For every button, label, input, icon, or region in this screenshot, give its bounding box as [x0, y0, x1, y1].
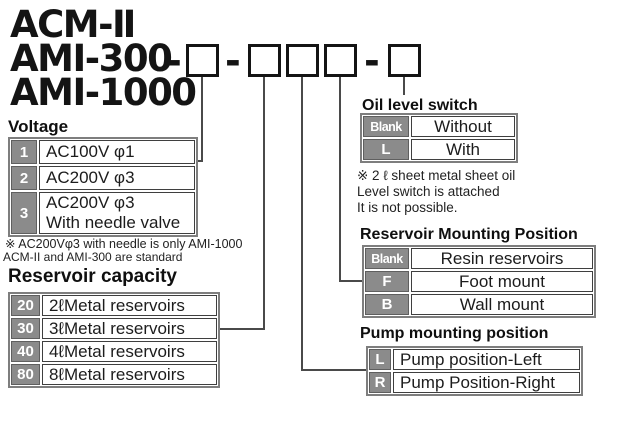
table-row: 80 8ℓMetal reservoirs — [11, 364, 217, 385]
series-title-acm2: ACM-Ⅱ — [10, 3, 136, 46]
series-title-ami300: AMI-300 — [10, 37, 173, 80]
pump-code-cell: R — [369, 372, 391, 393]
voltage-value-cell: AC100V φ1 — [39, 140, 195, 164]
code-box-reservoir-capacity — [248, 44, 281, 77]
voltage-code-cell: 1 — [11, 140, 37, 164]
voltage-table: 1 AC100V φ1 2 AC200V φ3 3 AC200V φ3 With… — [8, 137, 198, 237]
connector-pump-vertical — [301, 77, 303, 371]
table-row: L Pump position-Left — [369, 349, 580, 370]
table-row: 3 AC200V φ3 With needle valve — [11, 192, 195, 234]
table-row: F Foot mount — [365, 271, 593, 292]
table-row: 20 2ℓMetal reservoirs — [11, 295, 217, 316]
oil-switch-code-cell: Blank — [363, 116, 409, 137]
table-row: 2 AC200V φ3 — [11, 166, 195, 190]
code-separator: - — [364, 39, 380, 83]
voltage-code-cell: 3 — [11, 192, 37, 234]
oil-switch-note-line1: ※ 2 ℓ sheet metal sheet oil — [357, 168, 516, 183]
table-row: 40 4ℓMetal reservoirs — [11, 341, 217, 362]
connector-capacity-vertical — [263, 77, 265, 330]
code-box-voltage — [186, 44, 219, 77]
voltage-code-cell: 2 — [11, 166, 37, 190]
connector-oil-switch-vertical — [403, 77, 405, 95]
table-row: B Wall mount — [365, 294, 593, 315]
capacity-value-cell: 8ℓMetal reservoirs — [42, 364, 217, 385]
capacity-value-cell: 4ℓMetal reservoirs — [42, 341, 217, 362]
pump-code-cell: L — [369, 349, 391, 370]
reservoir-mounting-heading: Reservoir Mounting Position — [360, 226, 578, 243]
code-separator: - — [166, 39, 182, 83]
reservoir-capacity-heading: Reservoir capacity — [8, 266, 177, 287]
table-row: L With — [363, 139, 515, 160]
code-separator: - — [225, 39, 241, 83]
capacity-code-cell: 80 — [11, 364, 40, 385]
connector-mounting-vertical — [339, 77, 341, 282]
capacity-value-cell: 3ℓMetal reservoirs — [42, 318, 217, 339]
reservoir-capacity-table: 20 2ℓMetal reservoirs 30 3ℓMetal reservo… — [8, 292, 220, 388]
oil-switch-value-cell: Without — [411, 116, 515, 137]
mounting-code-cell: Blank — [365, 248, 409, 269]
voltage-value-cell: AC200V φ3 — [39, 166, 195, 190]
voltage-note-line2: ACM-II and AMI-300 are standard — [3, 250, 183, 264]
connector-voltage-vertical — [201, 77, 203, 162]
mounting-value-cell: Wall mount — [411, 294, 593, 315]
oil-switch-value-cell: With — [411, 139, 515, 160]
capacity-code-cell: 20 — [11, 295, 40, 316]
oil-level-switch-table: Blank Without L With — [360, 113, 518, 163]
oil-switch-note-line3: It is not possible. — [357, 200, 458, 215]
oil-switch-note-line2: Level switch is attached — [357, 184, 500, 199]
series-title-ami1000: AMI-1000 — [10, 71, 197, 114]
mounting-value-cell: Resin reservoirs — [411, 248, 593, 269]
code-box-reservoir-mounting — [324, 44, 357, 77]
voltage-note-line1: ※ AC200Vφ3 with needle is only AMI-1000 — [5, 237, 243, 251]
connector-capacity-horizontal — [218, 328, 265, 330]
oil-level-switch-heading: Oil level switch — [362, 97, 478, 114]
table-row: R Pump Position-Right — [369, 372, 580, 393]
mounting-value-cell: Foot mount — [411, 271, 593, 292]
voltage-value-line1: AC200V φ3 — [46, 193, 135, 212]
capacity-code-cell: 40 — [11, 341, 40, 362]
mounting-code-cell: F — [365, 271, 409, 292]
connector-voltage-horizontal — [196, 160, 203, 162]
capacity-value-cell: 2ℓMetal reservoirs — [42, 295, 217, 316]
pump-mounting-table: L Pump position-Left R Pump Position-Rig… — [366, 346, 583, 396]
oil-switch-code-cell: L — [363, 139, 409, 160]
table-row: 30 3ℓMetal reservoirs — [11, 318, 217, 339]
capacity-code-cell: 30 — [11, 318, 40, 339]
voltage-value-cell: AC200V φ3 With needle valve — [39, 192, 195, 234]
code-box-oil-level-switch — [388, 44, 421, 77]
connector-mounting-horizontal — [339, 280, 363, 282]
table-row: Blank Without — [363, 116, 515, 137]
connector-pump-horizontal — [301, 369, 366, 371]
table-row: 1 AC100V φ1 — [11, 140, 195, 164]
mounting-code-cell: B — [365, 294, 409, 315]
pump-value-cell: Pump Position-Right — [393, 372, 580, 393]
voltage-heading: Voltage — [8, 117, 69, 136]
pump-value-cell: Pump position-Left — [393, 349, 580, 370]
code-box-pump-mounting — [286, 44, 319, 77]
pump-mounting-heading: Pump mounting position — [360, 325, 549, 342]
table-row: Blank Resin reservoirs — [365, 248, 593, 269]
voltage-value-line2: With needle valve — [46, 213, 181, 232]
reservoir-mounting-table: Blank Resin reservoirs F Foot mount B Wa… — [362, 245, 596, 318]
